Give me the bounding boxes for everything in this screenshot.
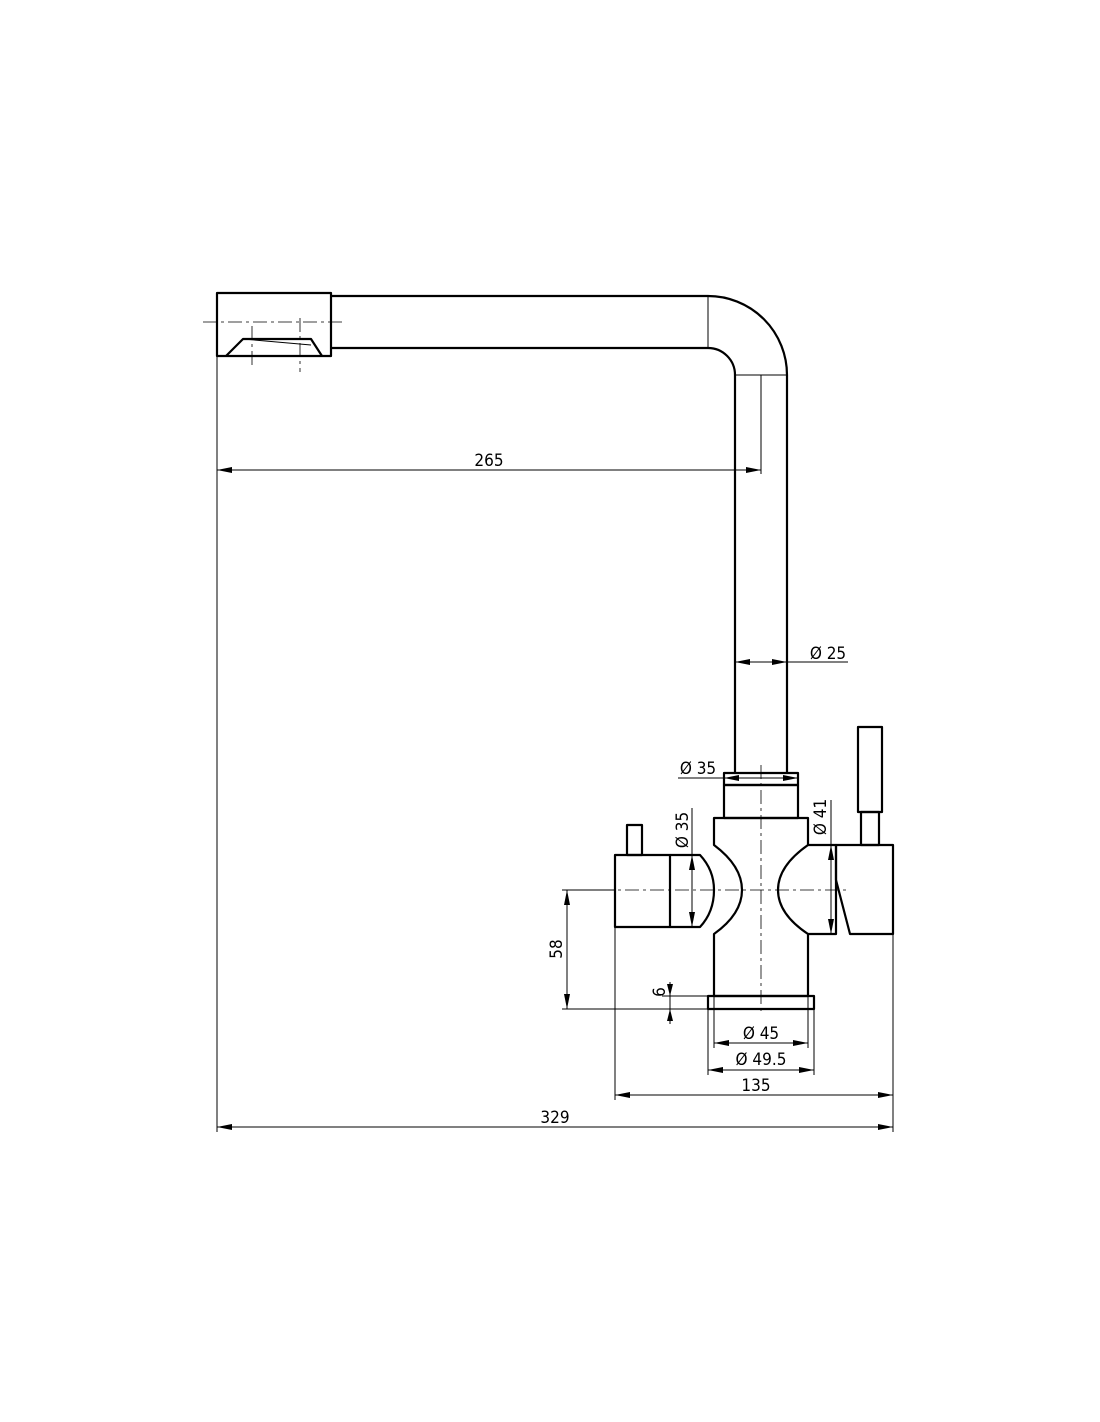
spout-tip — [215, 291, 333, 358]
label-spout-diameter: Ø 25 — [810, 644, 846, 664]
lever-stem — [859, 810, 881, 847]
dim-spout-diameter: Ø 25 — [735, 644, 848, 665]
label-right-handle-diameter: Ø 41 — [811, 799, 831, 835]
extension-lines — [216, 356, 894, 1132]
label-body-width: 135 — [741, 1076, 770, 1096]
label-handle-height: 58 — [547, 939, 567, 958]
right-handle-body — [834, 843, 895, 936]
lever-grip — [856, 725, 884, 814]
label-neck-diameter: Ø 35 — [680, 759, 716, 779]
right-handle-adapter — [808, 843, 838, 936]
dim-body-diameter: Ø 45 — [714, 1024, 808, 1046]
spout-outer — [331, 294, 789, 773]
label-base-ring-height: 6 — [650, 987, 670, 997]
label-left-handle-diameter: Ø 35 — [673, 812, 693, 848]
dim-body-width: 135 — [615, 1076, 893, 1098]
label-body-diameter: Ø 45 — [743, 1024, 779, 1044]
aerator — [225, 337, 323, 357]
dim-base-ring-height: 6 — [650, 982, 673, 1024]
dim-handle-height: 58 — [547, 890, 570, 1009]
center-lines — [203, 318, 850, 1015]
dim-neck-diameter: Ø 35 — [678, 759, 798, 781]
left-handle-cylinder — [613, 853, 672, 929]
left-knob-stem — [625, 823, 644, 857]
label-spout-reach: 265 — [474, 451, 503, 471]
faucet-outline — [215, 291, 895, 1011]
dim-base-diameter: Ø 49.5 — [708, 1050, 814, 1073]
dim-spout-reach: 265 — [217, 451, 761, 473]
dim-left-handle-diameter: Ø 35 — [673, 808, 695, 927]
dim-right-handle-diameter: Ø 41 — [811, 799, 834, 934]
label-base-diameter: Ø 49.5 — [736, 1050, 787, 1070]
spout-inner — [331, 346, 737, 773]
dim-overall-width: 329 — [217, 1108, 893, 1130]
label-overall-width: 329 — [540, 1108, 569, 1128]
